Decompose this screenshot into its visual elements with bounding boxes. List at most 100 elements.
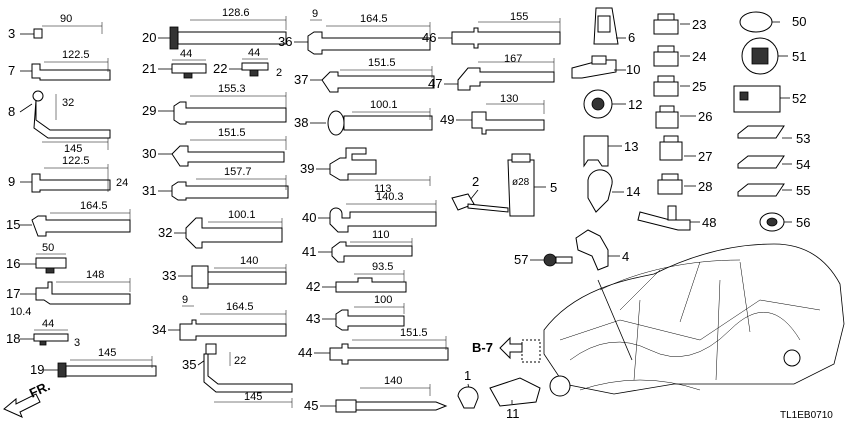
part-2[interactable]: 2 xyxy=(451,174,509,213)
part-17[interactable]: 17 148 10.4 xyxy=(6,269,131,318)
dimension-label: 155 xyxy=(510,11,528,23)
part-number: 51 xyxy=(792,49,806,64)
part-number: 3 xyxy=(8,26,15,41)
part-number: 20 xyxy=(142,30,156,45)
part-50[interactable]: 50 xyxy=(739,11,806,33)
dimension-label: 50 xyxy=(42,242,54,254)
part-39[interactable]: 39 113 xyxy=(300,147,431,195)
reference-arrow-icon xyxy=(499,336,523,360)
part-number: 35 xyxy=(182,357,196,372)
part-52[interactable]: 52 xyxy=(733,85,806,113)
part-16[interactable]: 16 50 xyxy=(6,242,67,274)
part-26[interactable]: 26 xyxy=(655,105,712,129)
part-25[interactable]: 25 xyxy=(653,75,706,97)
part-5[interactable]: ø28 5 xyxy=(507,153,557,217)
dimension-label: 151.5 xyxy=(218,127,246,139)
part-15[interactable]: 15 164.5 xyxy=(6,200,131,237)
dimension-label: 128.6 xyxy=(222,7,250,19)
part-54[interactable]: 54 xyxy=(737,155,810,172)
part-11[interactable]: 11 xyxy=(489,377,541,421)
part-number: 4 xyxy=(622,249,629,264)
part-29[interactable]: 29 155.3 xyxy=(142,83,287,125)
part-number: 39 xyxy=(300,161,314,176)
vehicle-outline xyxy=(543,243,845,397)
part-43[interactable]: 43 100 xyxy=(306,294,405,331)
part-53[interactable]: 53 xyxy=(737,125,810,146)
part-18[interactable]: 18 44 3 xyxy=(6,318,80,349)
part-12[interactable]: 12 xyxy=(583,89,642,119)
part-number: 11 xyxy=(506,406,520,421)
part-14[interactable]: 14 xyxy=(587,169,640,213)
part-22[interactable]: 22 44 2 xyxy=(213,47,282,79)
part-37[interactable]: 37 151.5 xyxy=(294,57,435,93)
dimension-label: 44 xyxy=(180,48,192,60)
part-number: 1 xyxy=(464,368,471,383)
part-13[interactable]: 13 xyxy=(583,135,638,168)
dimension-label-2: 10.4 xyxy=(10,306,31,318)
part-number: 27 xyxy=(698,149,712,164)
part-number: 49 xyxy=(440,112,454,127)
part-49[interactable]: 49 130 xyxy=(440,93,545,135)
part-35[interactable]: 35 22 145 xyxy=(182,343,293,408)
part-number: 47 xyxy=(428,76,442,91)
part-21[interactable]: 21 44 xyxy=(142,48,207,79)
part-40[interactable]: 40 140.3 xyxy=(302,191,437,233)
part-48[interactable]: 48 xyxy=(637,205,716,231)
part-36[interactable]: 36 9 164.5 xyxy=(278,8,431,55)
part-number: 55 xyxy=(796,183,810,198)
part-27[interactable]: 27 xyxy=(659,135,712,164)
dimension-label: 164.5 xyxy=(80,200,108,212)
part-51[interactable]: 51 xyxy=(741,37,806,75)
part-30[interactable]: 30 151.5 xyxy=(142,127,287,167)
part-33[interactable]: 33 140 xyxy=(162,255,287,289)
part-24[interactable]: 24 xyxy=(653,45,706,67)
part-number: 29 xyxy=(142,103,156,118)
dimension-label: 164.5 xyxy=(360,13,388,25)
part-number: 28 xyxy=(698,179,712,194)
part-31[interactable]: 31 157.7 xyxy=(142,166,289,201)
part-8[interactable]: 8 32 145 xyxy=(8,90,111,155)
part-23[interactable]: 23 xyxy=(653,13,706,35)
part-3[interactable]: 3 90 xyxy=(8,13,103,41)
part-number: 38 xyxy=(294,115,308,130)
part-38[interactable]: 38 100.1 xyxy=(294,99,433,136)
dimension-label-2: 24 xyxy=(116,177,128,189)
part-45[interactable]: 45 140 xyxy=(304,375,448,413)
part-44[interactable]: 44 151.5 xyxy=(298,327,449,365)
dimension-label: 130 xyxy=(500,93,518,105)
part-34[interactable]: 34 9 164.5 xyxy=(152,294,287,341)
part-number: 24 xyxy=(692,49,706,64)
dimension-label: 93.5 xyxy=(372,261,393,273)
part-number: 15 xyxy=(6,217,20,232)
part-4[interactable]: 4 xyxy=(575,229,629,271)
dimension-label: 167 xyxy=(504,53,522,65)
part-number: 45 xyxy=(304,398,318,413)
part-28[interactable]: 28 xyxy=(657,173,712,195)
part-7[interactable]: 7 122.5 xyxy=(8,49,111,81)
part-46[interactable]: 46 155 xyxy=(422,11,561,49)
part-57[interactable]: 57 xyxy=(514,252,573,267)
dimension-label-2: 2 xyxy=(276,67,282,79)
part-42[interactable]: 42 93.5 xyxy=(306,261,407,294)
part-number: 41 xyxy=(302,244,316,259)
part-number: 57 xyxy=(514,252,528,267)
part-20[interactable]: 20 128.6 xyxy=(142,7,287,50)
part-number: 54 xyxy=(796,157,810,172)
part-1[interactable]: 1 xyxy=(457,368,479,409)
part-number: 36 xyxy=(278,34,292,49)
part-55[interactable]: 55 xyxy=(737,183,810,198)
part-9[interactable]: 9 122.5 24 xyxy=(8,155,128,193)
dimension-label: ø28 xyxy=(512,177,530,188)
part-47[interactable]: 47 167 xyxy=(428,53,555,91)
reference-b7[interactable]: B-7 xyxy=(472,336,541,363)
part-number: 53 xyxy=(796,131,810,146)
part-number: 31 xyxy=(142,183,156,198)
part-19[interactable]: 19 145 xyxy=(30,347,157,378)
part-56[interactable]: 56 xyxy=(759,212,810,232)
part-10[interactable]: 10 xyxy=(571,55,640,79)
part-number: 33 xyxy=(162,268,176,283)
part-6[interactable]: 6 xyxy=(593,7,635,45)
dimension-label: 32 xyxy=(62,97,74,109)
part-32[interactable]: 32 100.1 xyxy=(158,209,283,249)
part-41[interactable]: 41 110 xyxy=(302,229,413,263)
